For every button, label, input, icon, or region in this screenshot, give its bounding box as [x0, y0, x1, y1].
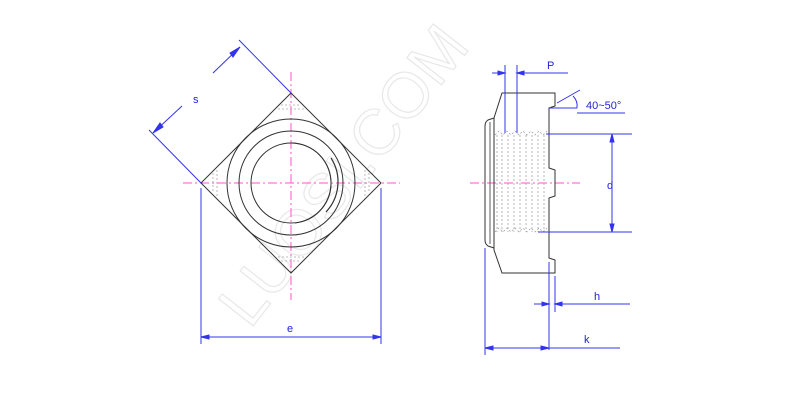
side-view: P 40~50° d h	[470, 60, 632, 355]
thread-hidden-lines	[494, 130, 548, 233]
pilot-outline	[484, 117, 495, 249]
watermark: LUOSI.COM	[204, 11, 482, 338]
side-body-outline	[493, 92, 556, 274]
label-angle: 40~50°	[586, 100, 621, 112]
label-d: d	[607, 180, 613, 192]
dimension-angle	[549, 89, 625, 114]
label-k: k	[584, 334, 590, 346]
front-centerlines	[183, 72, 400, 300]
label-s: s	[193, 94, 199, 106]
label-P: P	[547, 60, 554, 72]
dimension-e	[200, 188, 382, 344]
dimension-h	[534, 262, 630, 350]
dimension-s	[148, 39, 292, 184]
front-circles	[226, 118, 356, 248]
dimension-k	[484, 248, 620, 355]
dimension-d	[538, 133, 632, 233]
front-view: s e	[148, 39, 400, 344]
label-h: h	[594, 291, 600, 303]
dimension-P	[492, 65, 568, 133]
square-body-outline	[200, 92, 382, 274]
front-hidden-lines	[212, 104, 370, 262]
label-e: e	[287, 323, 293, 335]
